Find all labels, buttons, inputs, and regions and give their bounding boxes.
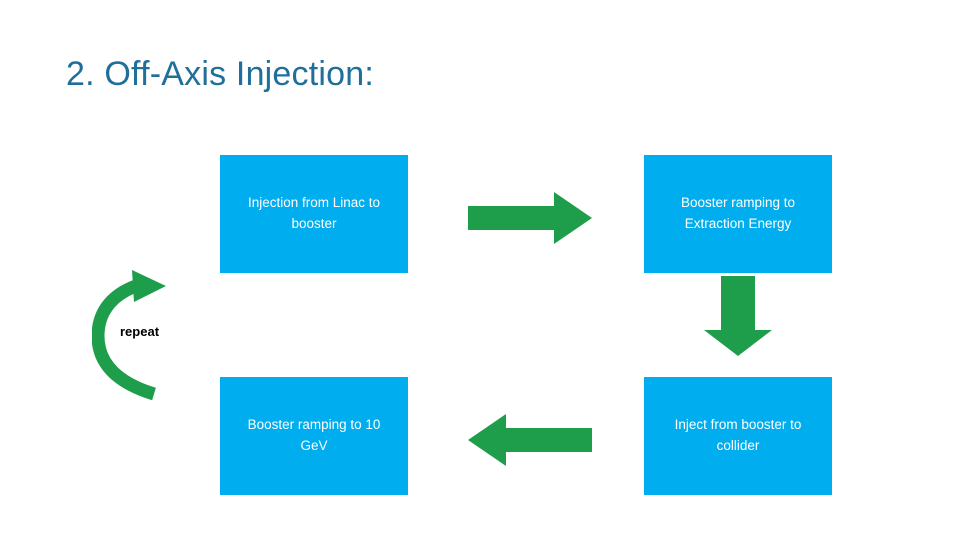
process-box-injection-from-linac[interactable]: Injection from Linac to booster — [220, 155, 408, 273]
process-box-inject-to-collider[interactable]: Inject from booster to collider — [644, 377, 832, 495]
arrow-right-icon — [468, 192, 592, 249]
page-title: 2. Off-Axis Injection: — [66, 55, 375, 93]
process-box-booster-ramping-10gev[interactable]: Booster ramping to 10 GeV — [220, 377, 408, 495]
process-box-label: Inject from booster to collider — [674, 417, 802, 453]
process-box-label: Injection from Linac to booster — [247, 195, 381, 231]
repeat-label: repeat — [120, 324, 160, 339]
arrow-left-icon — [468, 414, 592, 471]
process-box-label: Booster ramping to Extraction Energy — [680, 195, 796, 231]
arrow-down-icon — [704, 276, 772, 361]
process-box-booster-ramping-extraction[interactable]: Booster ramping to Extraction Energy — [644, 155, 832, 273]
process-box-label: Booster ramping to 10 GeV — [247, 417, 381, 453]
arrow-repeat-curved-icon — [91, 270, 174, 407]
